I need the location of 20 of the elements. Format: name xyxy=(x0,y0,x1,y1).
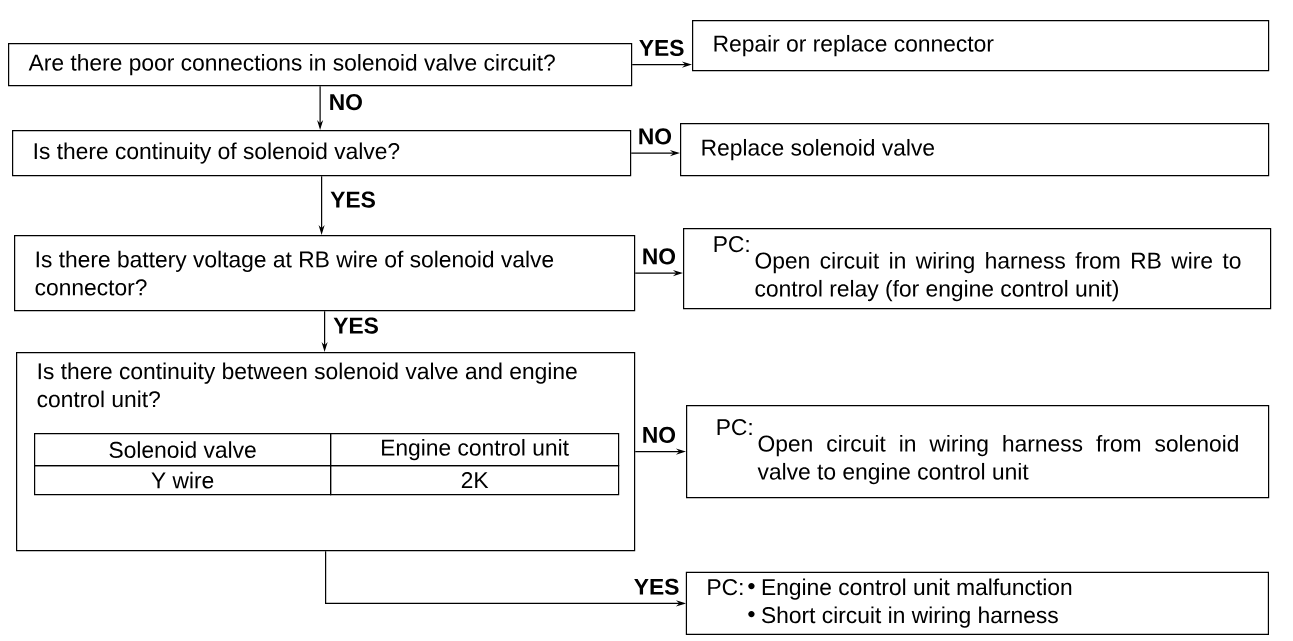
edge-label: YES xyxy=(330,191,375,208)
decision-box: Is there continuity of solenoid valve? xyxy=(12,130,632,177)
result-box: PC: Open circuit in wiring harness from solenoid valve to engine control unit xyxy=(686,405,1270,499)
result-box: PC: Open circuit in wiring harness from RB wire to control relay (for engine control unit) xyxy=(683,228,1272,310)
edge-label: NO xyxy=(639,128,672,145)
edge-label: YES xyxy=(639,39,684,56)
table-cell: 2K xyxy=(330,465,620,496)
edge-label: YES xyxy=(333,317,378,334)
edge-label: YES xyxy=(634,578,679,595)
result-box: Repair or replace connector xyxy=(692,20,1270,72)
decision-box: Is there battery voltage at RB wire of solenoid valve connector? xyxy=(14,235,636,312)
decision-box: Are there poor connections in solenoid valve circuit? xyxy=(8,43,633,87)
edge-label: NO xyxy=(643,426,676,443)
table-cell: Solenoid valve xyxy=(34,433,332,467)
table-cell: Engine control unit xyxy=(330,433,620,467)
result-box: PC: Engine control unit malfunction Short circuit in wiring harness xyxy=(685,571,1269,635)
edge-label: NO xyxy=(330,94,362,111)
edge-label: NO xyxy=(643,248,676,265)
table-cell: Y wire xyxy=(34,465,332,496)
result-box: Replace solenoid valve xyxy=(680,123,1270,177)
